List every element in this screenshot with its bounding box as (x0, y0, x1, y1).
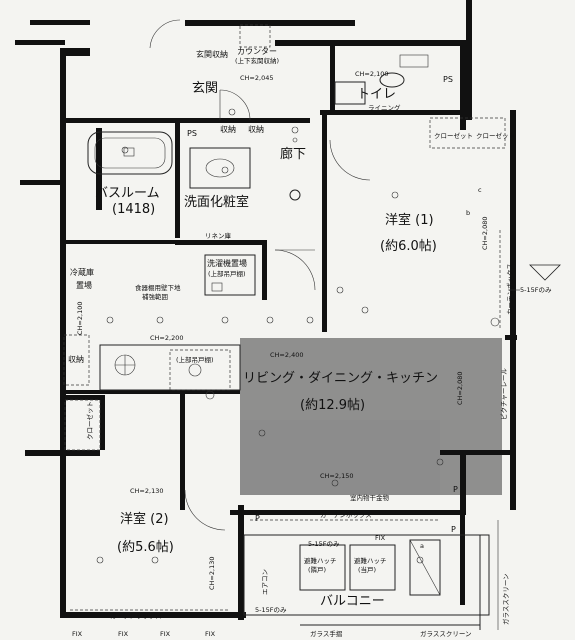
hardware-label: 室内物干金物 (350, 493, 390, 502)
c-mark: c (478, 186, 482, 194)
ch-2200-label: CH=2,200 (150, 334, 183, 342)
aircon-label: エアコン (261, 569, 269, 595)
door-swings (149, 19, 371, 531)
balcony-outline (243, 534, 490, 616)
fix-top-label: FIX (375, 534, 386, 542)
hatch1-sub-label: (隣戸) (308, 565, 326, 574)
closet-right2-label: クローゼット (476, 131, 515, 140)
entrance-label: 玄関 (192, 81, 218, 96)
b-mark: b (466, 209, 470, 217)
storage-hall-label: 収納 (248, 124, 264, 134)
storage-upper-label: 収納 (220, 124, 236, 134)
walls (15, 0, 517, 620)
bathroom-size-label: (1418) (112, 202, 155, 217)
closet-right1-label: クローゼット (434, 131, 473, 140)
western1-size-label: (約6.0帖) (380, 239, 437, 254)
ps-left-label: PS (187, 129, 197, 138)
fix-bottom-2: FIX (118, 630, 129, 638)
p1-label: P (453, 485, 458, 494)
a-mark: a (420, 542, 424, 550)
bathtub (87, 131, 173, 175)
western2-ch-label: CH=2,130 (130, 487, 163, 495)
western2-label: 洋室 (2) (120, 511, 169, 527)
light-points (96, 108, 500, 564)
ldk-size-label: (約12.9帖) (300, 398, 365, 413)
picture-rail-label: ピクチャーレール (500, 368, 508, 420)
floor-note1: 5-15Fのみ (520, 286, 552, 294)
floor-note3: 5-15Fのみ (255, 606, 287, 614)
western1-ch-label: CH=2,080 (481, 217, 489, 250)
laundry-label: 洗濯機置場 (207, 258, 247, 268)
ldk-shade-lower (240, 420, 440, 495)
lining-label: ライニング (368, 103, 401, 112)
fridge-label: 冷蔵庫 (70, 267, 94, 277)
closet-left-label: クローゼット (85, 401, 94, 440)
curtain-box-h-label: カーテンボックス (320, 511, 372, 519)
fridge2-label: 置場 (76, 280, 92, 290)
dish-label: 食器棚用壁下地 (135, 283, 181, 292)
western2-ch2-label: CH=2,130 (208, 557, 216, 590)
balcony-hatches (299, 539, 441, 596)
dish2-label: 補強範囲 (142, 292, 168, 301)
ldk-ch3-label: CH=2,080 (456, 372, 464, 405)
linen-label: リネン庫 (205, 231, 232, 240)
hatch2-label: 避難ハッチ (354, 556, 387, 565)
washroom-label: 洗面化粧室 (184, 194, 249, 210)
hatch1-label: 避難ハッチ (304, 556, 337, 565)
floor-note1-triangle (529, 264, 561, 281)
bathroom-label: バスルーム (95, 186, 160, 201)
upper-cabinet-label: (上部吊戸棚) (176, 355, 214, 364)
fix-bottom-1: FIX (72, 630, 83, 638)
washbasin (189, 147, 251, 189)
closets (63, 24, 506, 451)
counter-label: カウンター (237, 47, 277, 56)
ldk-ch2-label: CH=2,150 (320, 472, 353, 480)
kitchen-counter (99, 344, 241, 391)
toilet-label: トイレ (357, 87, 396, 102)
counter-sub-label: (上下玄関収納) (235, 56, 279, 65)
fix-bottom-3: FIX (160, 630, 171, 638)
entrance-ch-label: CH=2,045 (240, 74, 273, 82)
ch-2100-label: CH=2,100 (76, 302, 84, 335)
entrance-storage-label: 玄関収納 (196, 49, 228, 59)
washing-machine (204, 254, 256, 296)
ps-top-label: PS (443, 75, 453, 84)
storage-kitchen-label: 収納 (68, 354, 84, 364)
fix-bottom-4: FIX (205, 630, 216, 638)
hallway-label: 廊下 (280, 146, 306, 162)
toilet-ch-label: CH=2,100 (355, 70, 388, 78)
ldk-ch-label: CH=2,400 (270, 351, 303, 359)
glass-screen-bottom-label: ガラススクリーン (420, 629, 472, 638)
ldk-label: リビング・ダイニング・キッチン (243, 371, 438, 386)
laundry-sub-label: (上部吊戸棚) (208, 269, 246, 278)
toilet-fixture (334, 54, 429, 105)
curtain-box-v-label: カーテンボックス (506, 263, 514, 315)
glass-screen-right-label: ガラススクリーン (501, 573, 510, 625)
hatch2-sub-label: (当戸) (358, 565, 376, 574)
western2-size-label: (約5.6帖) (117, 540, 174, 555)
p2-label: P (255, 514, 260, 523)
balcony-label: バルコニー (320, 594, 385, 609)
p3-label: P (451, 525, 456, 534)
western1-label: 洋室 (1) (385, 212, 434, 228)
curtain-box-bottom-label: カーテンボックス (110, 612, 162, 620)
floor-note2: 5-15Fのみ (308, 540, 340, 548)
glass-handrail-label: ガラス手摺 (310, 629, 343, 638)
